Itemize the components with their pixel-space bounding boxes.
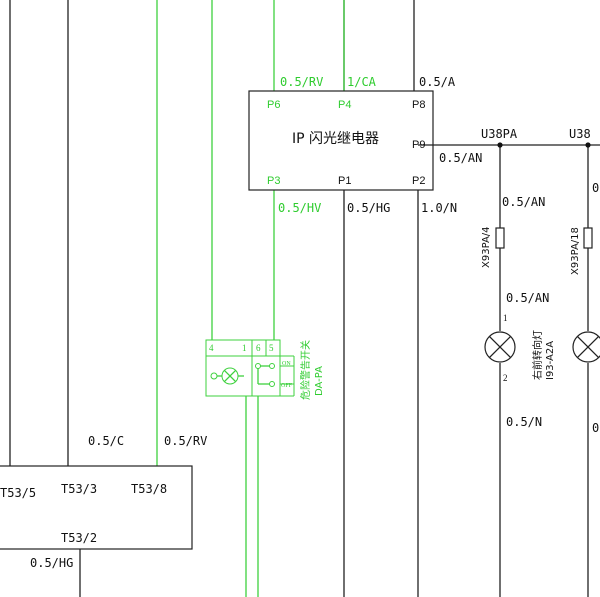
switch-pin-4: 4 [209, 343, 214, 353]
switch-lamp-icon [210, 367, 244, 385]
lamp-icon-right-front-turn [484, 331, 516, 363]
label-module-bottom-hg: 0.5/HG [30, 556, 73, 570]
relay-pin-p6: P6 [267, 99, 280, 111]
label-bus-u38: U38 [569, 127, 591, 141]
relay-pin-p1: P1 [338, 175, 351, 187]
label-bottom-hv: 0.5/HV [278, 201, 321, 215]
relay-pin-p4: P4 [338, 99, 351, 111]
relay-pin-p9: P9 [412, 139, 425, 151]
relay-pin-p8: P8 [412, 99, 425, 111]
label-top-rv: 0.5/RV [280, 75, 323, 89]
switch-state-on: ON [282, 361, 291, 367]
label-left-rv: 0.5/RV [164, 434, 207, 448]
lamp-1-pin-2: 2 [503, 373, 508, 383]
lamp-1-name: 右前转向灯 [531, 330, 544, 380]
label-branch-1-middle: 0.5/AN [506, 291, 549, 305]
label-bottom-n: 1.0/N [421, 201, 457, 215]
label-branch-2-lower-partial: 0 [592, 421, 599, 435]
switch-pin-1: 1 [242, 343, 247, 353]
connector-label-x93pa-4: X93PA/4 [481, 226, 492, 268]
lamp-1-pin-1: 1 [503, 313, 508, 323]
relay-box [248, 90, 434, 191]
switch-pin-6: 6 [256, 343, 261, 353]
label-top-ca: 1/CA [347, 75, 377, 89]
lamp-icon-branch-2 [572, 331, 600, 363]
module-pin-t53-3: T53/3 [61, 482, 97, 496]
switch-state-off: OFF [281, 383, 293, 389]
module-pin-t53-2: T53/2 [61, 531, 97, 545]
module-pin-t53-5: T53/5 [0, 486, 36, 500]
lamp-1-code: I93-A2A [545, 341, 556, 380]
connector-x93pa-4 [495, 227, 505, 249]
relay-title: IP 闪光继电器 [292, 131, 379, 147]
label-branch-1-lower: 0.5/N [506, 415, 542, 429]
relay-pin-p3: P3 [267, 175, 280, 187]
label-top-a: 0.5/A [419, 75, 456, 89]
label-branch-2-upper-partial: 0 [592, 181, 599, 195]
module-pin-t53-8: T53/8 [131, 482, 167, 496]
relay-pin-p2: P2 [412, 175, 425, 187]
label-bus-u38pa: U38PA [481, 127, 518, 141]
junction-dot-2 [585, 142, 591, 148]
switch-code: DA-PA [314, 366, 325, 396]
connector-x93pa-18 [583, 227, 593, 249]
label-p9-an: 0.5/AN [439, 151, 482, 165]
connector-label-x93pa-18: X93PA/18 [570, 227, 581, 275]
label-bottom-hg: 0.5/HG [347, 201, 390, 215]
switch-pin-5: 5 [269, 343, 274, 353]
switch-name: 危险警告开关 [299, 340, 312, 400]
label-left-c: 0.5/C [88, 434, 124, 448]
junction-dot-1 [497, 142, 503, 148]
label-branch-1-upper: 0.5/AN [502, 195, 545, 209]
module-t53-box [0, 465, 193, 550]
hazard-switch: 4 1 6 5 ON OFF 危险警告开关 DA-PA [205, 339, 325, 400]
switch-contact-icon [255, 363, 275, 387]
